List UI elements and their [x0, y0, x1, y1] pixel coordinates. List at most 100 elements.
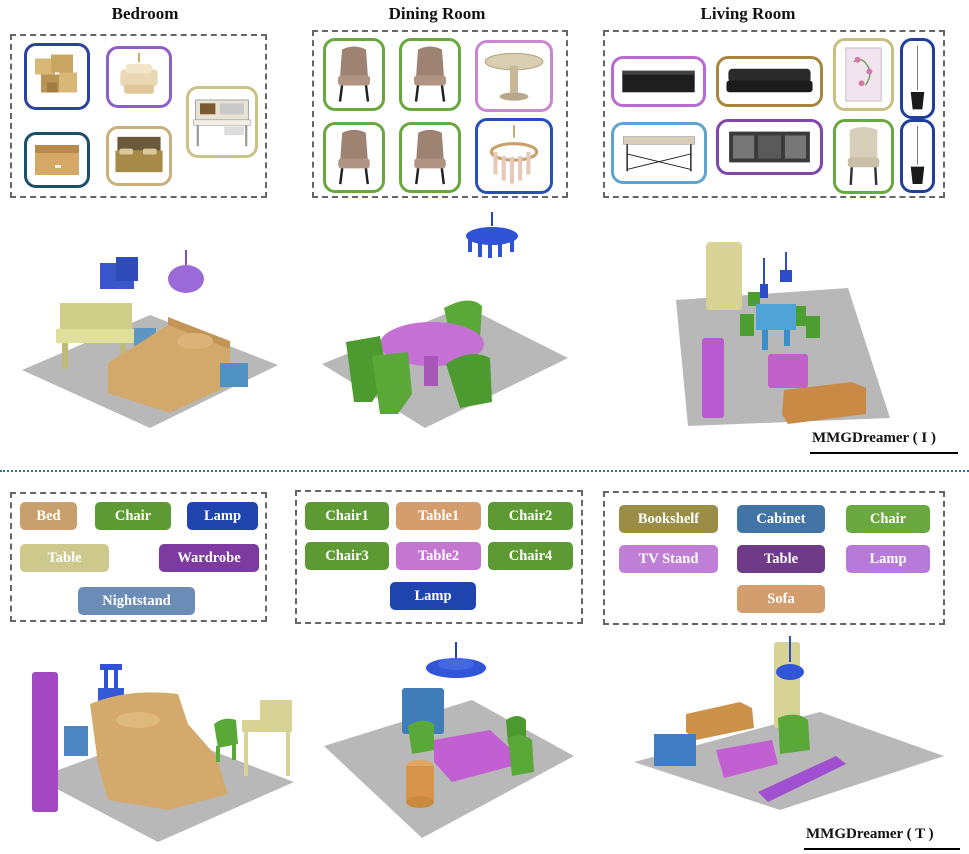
desk-shape: [242, 700, 292, 776]
chair-shape-4: [446, 354, 492, 408]
tag-living-sofa: Sofa: [737, 585, 825, 613]
cabinet-shape: [402, 688, 444, 734]
chandelier-shape: [426, 642, 486, 678]
cabinet-shape: [654, 734, 696, 766]
cabinet-shape: [768, 354, 808, 388]
tag-living-bookshelf: Bookshelf: [619, 505, 718, 533]
lamp-icon: [120, 52, 158, 94]
dining-scene-image-cond: [320, 206, 570, 431]
bookshelf-shape: [706, 242, 742, 310]
dining-image-box: [312, 30, 568, 198]
tvstand-shape: [702, 338, 724, 418]
chair-shape-1: [408, 720, 434, 754]
nightstand-shape: [64, 726, 88, 756]
tag-bedroom-wardrobe: Wardrobe: [159, 544, 259, 572]
tv-stand-icon: [622, 70, 695, 93]
tag-bedroom-nightstand: Nightstand: [78, 587, 195, 615]
sofa-shape: [782, 382, 866, 424]
bedroom-scene-image-cond: [20, 245, 280, 430]
bedroom-text-box: [10, 492, 267, 622]
chandelier-shape: [466, 212, 518, 258]
tag-living-tvstand: TV Stand: [619, 545, 718, 573]
tag-dining-lamp: Lamp: [390, 582, 476, 610]
caption-text-cond: MMGDreamer ( T ): [806, 826, 934, 842]
tag-dining-table2: Table2: [396, 542, 481, 570]
tag-dining-chair3: Chair3: [305, 542, 389, 570]
bedroom-lamp-image: [106, 46, 172, 108]
tag-bedroom-bed: Bed: [20, 502, 77, 530]
chair-shape: [778, 714, 810, 754]
pendant-lamp-icon: [910, 45, 925, 110]
cabinet-icon: [729, 131, 810, 163]
pendant-lamp-icon: [910, 126, 925, 185]
dining-chair-image-2: [399, 38, 461, 111]
lamp-shape: [168, 250, 204, 293]
nightstand-icon: [35, 145, 79, 175]
dining-scene-text-cond: [322, 640, 575, 840]
dining-table-image: [475, 40, 553, 112]
caption-underline-text: [804, 848, 960, 850]
tag-dining-chair4: Chair4: [488, 542, 573, 570]
bookshelf-icon: [845, 47, 882, 102]
desk-icon: [193, 99, 251, 147]
chair-icon: [338, 46, 370, 102]
living-image-box: [603, 30, 945, 198]
wardrobe-shape: [32, 672, 58, 812]
sofa-shape: [686, 702, 754, 740]
tag-dining-chair2: Chair2: [488, 502, 573, 530]
table-shape: [756, 304, 796, 350]
wardrobe-shape: [100, 257, 138, 289]
tag-living-chair: Chair: [846, 505, 930, 533]
desk-shape: [56, 303, 134, 369]
lamp-shape-2: [780, 252, 792, 282]
bookshelf-shape: [774, 642, 800, 728]
chair-icon: [414, 129, 446, 185]
living-sofa-image: [716, 56, 823, 107]
living-lamp-image-2: [900, 119, 935, 193]
tag-bedroom-table: Table: [20, 544, 109, 572]
table-shape: [434, 730, 512, 782]
caption-image-cond: MMGDreamer ( I ): [812, 430, 936, 446]
tag-dining-table1: Table1: [396, 502, 481, 530]
heading-dining-room: Dining Room: [388, 4, 486, 23]
tag-dining-chair1: Chair1: [305, 502, 389, 530]
bedroom-image-box: [10, 34, 267, 198]
tvstand-shape: [758, 756, 846, 802]
heading-living-room: Living Room: [700, 4, 796, 23]
bedroom-nightstand-image: [24, 132, 90, 188]
tag-living-cabinet: Cabinet: [737, 505, 825, 533]
chair-shape-3: [508, 735, 534, 776]
living-table-image: [611, 122, 707, 184]
dining-chair-image-3: [323, 122, 385, 193]
living-bookshelf-image: [833, 38, 894, 111]
wardrobe-icon: [35, 54, 77, 93]
caption-underline-image: [810, 452, 958, 454]
tag-living-lamp: Lamp: [846, 545, 930, 573]
living-tvstand-image: [611, 56, 706, 107]
chair-shape-3: [372, 352, 412, 414]
living-chair-image: [833, 119, 894, 194]
bed-shape: [108, 317, 230, 413]
chair-icon: [414, 46, 446, 102]
nightstand-shape-2: [220, 363, 248, 387]
tag-living-table: Table: [737, 545, 825, 573]
chair-icon: [847, 127, 880, 186]
section-separator: [0, 470, 969, 472]
tag-bedroom-chair: Chair: [95, 502, 171, 530]
living-scene-image-cond: [668, 238, 896, 428]
bedroom-bed-image: [106, 126, 172, 186]
chair-shape: [214, 718, 238, 762]
living-lamp-image-1: [900, 38, 935, 119]
living-text-box: [603, 491, 945, 625]
chandelier-icon: [489, 125, 539, 184]
dining-chair-image-1: [323, 38, 385, 111]
bedroom-desk-image: [186, 86, 258, 158]
tag-bedroom-lamp: Lamp: [187, 502, 258, 530]
lamp-shape-1: [760, 258, 768, 298]
table-shape: [716, 740, 778, 778]
table-icon: [484, 52, 544, 101]
bed-shape: [90, 692, 228, 810]
bedroom-scene-text-cond: [28, 660, 300, 845]
floor-plane: [634, 712, 944, 810]
heading-bedroom: Bedroom: [111, 4, 179, 23]
